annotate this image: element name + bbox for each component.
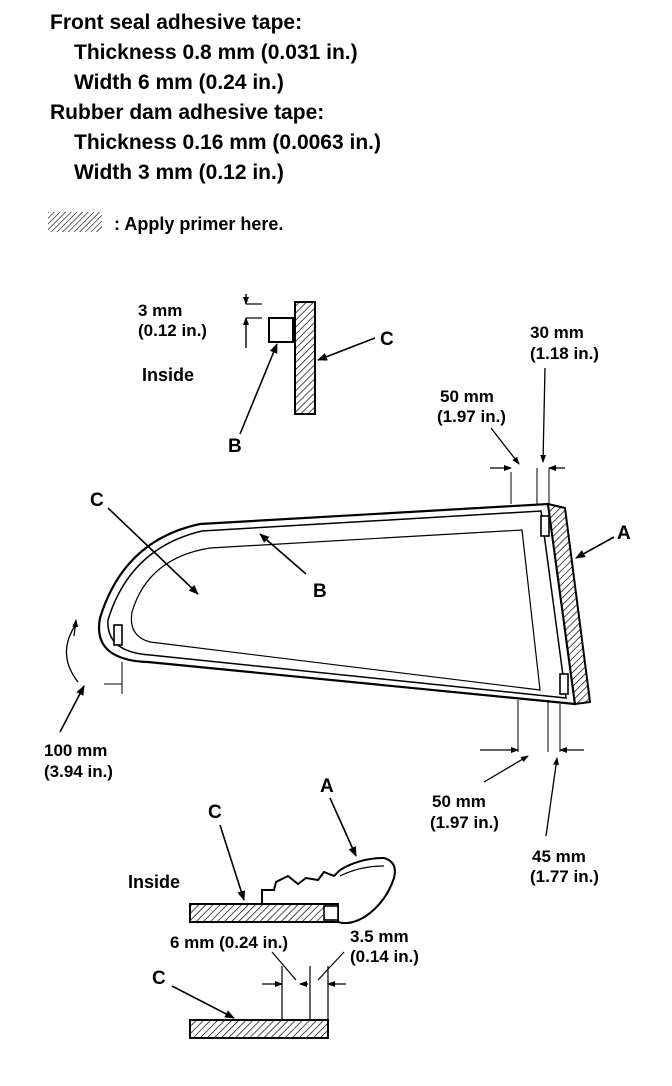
front-seal-width: Width 6 mm (0.24 in.) (74, 71, 284, 94)
front-seal-tape (323, 905, 339, 921)
rubber-dam-width: Width 3 mm (0.12 in.) (74, 161, 284, 184)
bottom-detail-label-c-upper: C (208, 802, 222, 823)
top-detail-dim-mm: 3 mm (138, 301, 182, 320)
spacer-bottom (559, 673, 569, 695)
bottom-detail-dim-6: 6 mm (0.24 in.) (170, 933, 288, 952)
top-detail-dim-in: (0.12 in.) (138, 321, 207, 340)
bottom-detail-dim-35-in: (0.14 in.) (350, 947, 419, 966)
dim-50-bottom-in: (1.97 in.) (430, 813, 499, 832)
bottom-detail-label-c-lower: C (152, 968, 166, 989)
top-detail-label-b: B (228, 436, 242, 457)
dim-45-mm: 45 mm (532, 847, 586, 866)
molding-cross-section (261, 856, 396, 925)
quarter-glass-outline (97, 502, 577, 706)
front-seal-thickness: Thickness 0.8 mm (0.031 in.) (74, 41, 358, 64)
bottom-detail-glass-lower (189, 1019, 329, 1039)
spacer-top (540, 515, 550, 537)
rubber-dam-outline (107, 510, 567, 699)
rubber-dam-thickness: Thickness 0.16 mm (0.0063 in.) (74, 131, 381, 154)
tape-specifications: Front seal adhesive tape: Thickness 0.8 … (50, 8, 381, 188)
bottom-detail-inside-label: Inside (128, 872, 180, 892)
dim-30-in: (1.18 in.) (530, 344, 599, 363)
primer-swatch-icon (48, 212, 102, 232)
front-seal-molding (546, 502, 592, 706)
main-view-label-c: C (90, 490, 104, 511)
rubber-dam-heading: Rubber dam adhesive tape: (50, 101, 325, 124)
dim-45-in: (1.77 in.) (530, 867, 599, 886)
ceramic-band-outline (130, 529, 541, 691)
dim-100-in: (3.94 in.) (44, 762, 113, 781)
bottom-detail-label-a: A (320, 776, 334, 797)
dim-50-bottom-mm: 50 mm (432, 792, 486, 811)
dim-50-top-in: (1.97 in.) (437, 407, 506, 426)
top-detail-rubber-dam (268, 317, 294, 343)
bottom-detail-dim-35-mm: 3.5 mm (350, 927, 409, 946)
front-seal-heading: Front seal adhesive tape: (50, 11, 303, 34)
top-detail-label-c: C (380, 329, 394, 350)
dim-100-mm: 100 mm (44, 741, 107, 760)
dim-30-mm: 30 mm (530, 323, 584, 342)
bottom-detail-glass-upper (189, 903, 339, 923)
top-detail: 3 mm (0.12 in.) Inside B C (138, 294, 394, 457)
main-view: C B A 30 mm (1.18 in.) 50 mm (1.97 in.) … (44, 323, 631, 886)
bottom-detail: A C Inside 6 mm (0.24 in.) 3.5 mm (0.14 … (128, 776, 419, 1039)
main-view-label-b: B (313, 581, 327, 602)
spacer-rear (113, 624, 123, 646)
main-view-label-a: A (617, 523, 631, 544)
primer-legend-text: : Apply primer here. (114, 214, 283, 234)
top-detail-inside-label: Inside (142, 365, 194, 385)
dim-50-top-mm: 50 mm (440, 387, 494, 406)
primer-legend: : Apply primer here. (48, 212, 283, 234)
top-detail-glass-section (294, 301, 316, 415)
